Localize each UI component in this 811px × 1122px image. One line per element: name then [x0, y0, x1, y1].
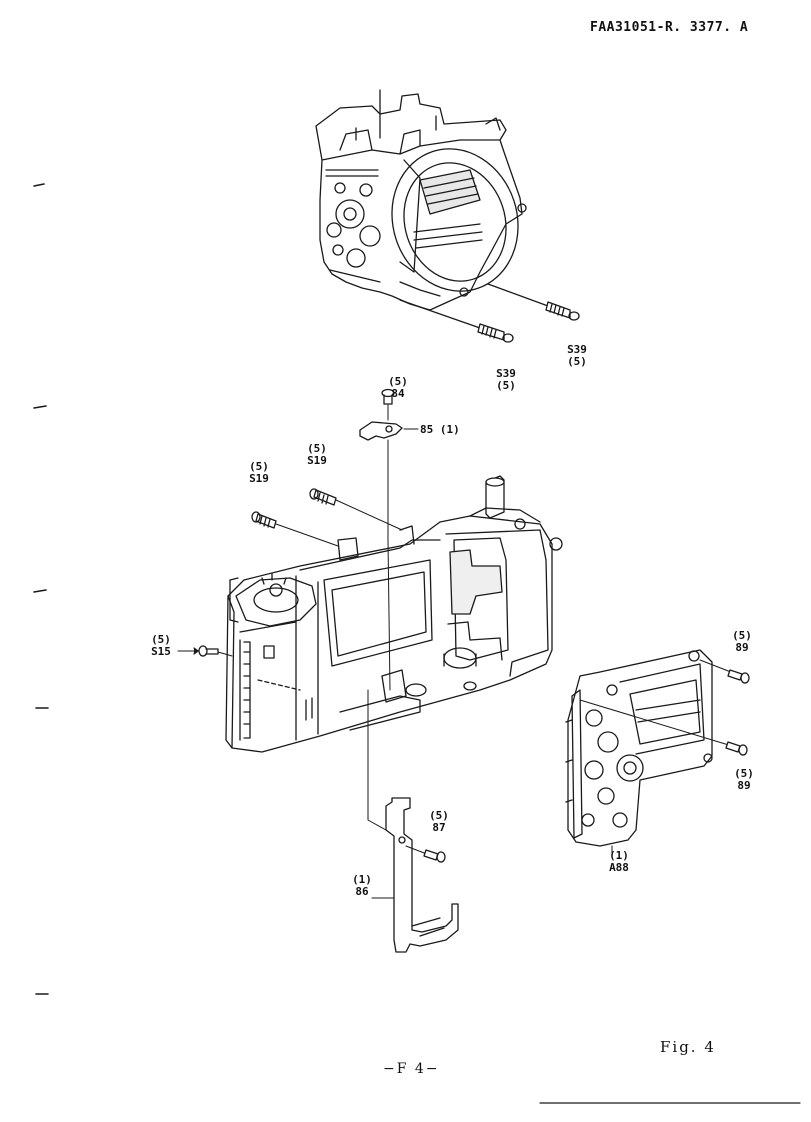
plate-85 [359, 421, 419, 691]
screw-s15 [177, 645, 233, 657]
callout-89-bottom: (5) 89 [730, 768, 758, 792]
callout-s19-a: (5) S19 [244, 461, 274, 485]
part-number: 87 [432, 821, 446, 834]
part-number: S39 [496, 367, 516, 380]
quantity: (1) [352, 873, 372, 886]
quantity: (5) [734, 767, 754, 780]
lever-86 [367, 689, 459, 953]
callout-s19-b: (5) S19 [302, 443, 332, 467]
quantity: (1) [609, 849, 629, 862]
callout-85: 85 (1) [420, 423, 460, 436]
screw-84 [381, 388, 395, 421]
screw-89-top [699, 659, 750, 684]
quantity: (5) [567, 355, 587, 368]
callout-86: (1) 86 [348, 874, 376, 898]
screw-89-bottom [579, 699, 748, 756]
camera-body [225, 475, 563, 753]
part-number: A88 [609, 861, 629, 874]
shutter-unit-a88 [565, 649, 713, 857]
part-number: S19 [307, 454, 327, 467]
screw-s19-a [251, 511, 339, 547]
screw-s39-right [487, 283, 580, 321]
callout-89-top: (5) 89 [728, 630, 756, 654]
part-number: 86 [355, 885, 369, 898]
page-number: −F 4− [383, 1061, 440, 1077]
part-number: 84 [391, 387, 405, 400]
quantity: (5) [388, 375, 408, 388]
quantity: (5) [249, 460, 269, 473]
callout-s39-left: S39 (5) [491, 368, 521, 392]
callout-a88: (1) A88 [602, 850, 636, 874]
part-number: S39 [567, 343, 587, 356]
figure-label: Fig. 4 [660, 1038, 716, 1056]
quantity: (5) [307, 442, 327, 455]
callout-s15: (5) S15 [146, 634, 176, 658]
quantity: (5) [496, 379, 516, 392]
part-number: S19 [249, 472, 269, 485]
part-number: 89 [735, 641, 749, 654]
part-number: S15 [151, 645, 171, 658]
callout-87: (5) 87 [425, 810, 453, 834]
part-number: 89 [737, 779, 751, 792]
screw-s19-b [309, 488, 403, 531]
quantity: (5) [732, 629, 752, 642]
mirror-box-assembly [315, 89, 527, 311]
document-number: FAA31051-R. 3377. A [590, 20, 749, 35]
margin-marks [33, 183, 49, 995]
callout-84: (5) 84 [384, 376, 412, 400]
quantity: (5) [151, 633, 171, 646]
screw-s39-left [399, 299, 514, 343]
callout-s39-right: S39 (5) [562, 344, 592, 368]
screw-87 [405, 845, 446, 863]
quantity: (5) [429, 809, 449, 822]
